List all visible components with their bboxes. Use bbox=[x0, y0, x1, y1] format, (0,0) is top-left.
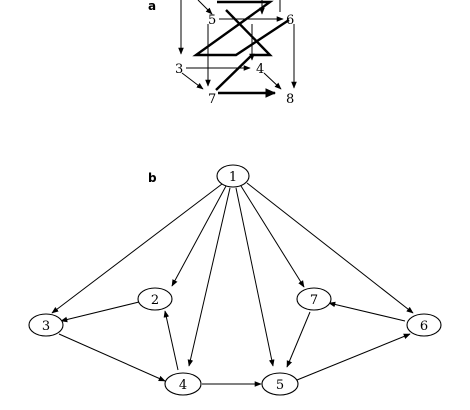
node-b-5: 5 bbox=[261, 372, 299, 396]
node-b-7-shape bbox=[296, 287, 332, 311]
panel-a-label: a bbox=[148, 0, 156, 13]
node-b-2-label: 2 bbox=[151, 293, 159, 308]
edge-a-top-to-5 bbox=[197, 0, 213, 15]
node-b-3: 3 bbox=[28, 313, 64, 337]
node-b-6-shape bbox=[406, 313, 442, 337]
panel-a: a 5 6 3 4 7 8 bbox=[148, 0, 297, 107]
node-b-1-shape bbox=[216, 164, 250, 188]
edge-b-1-to-4 bbox=[187, 187, 231, 367]
node-b-7: 7 bbox=[296, 287, 332, 311]
node-a-8: 8 bbox=[286, 92, 294, 107]
node-b-2-shape bbox=[137, 287, 173, 311]
node-b-1: 1 bbox=[216, 164, 250, 188]
node-a-5: 5 bbox=[208, 13, 216, 28]
node-b-5-label: 5 bbox=[276, 378, 284, 393]
node-b-7-label: 7 bbox=[310, 293, 318, 308]
node-a-7: 7 bbox=[208, 92, 216, 107]
node-b-2: 2 bbox=[137, 287, 173, 311]
node-b-4-shape bbox=[164, 372, 202, 396]
node-a-4: 4 bbox=[256, 62, 264, 77]
edge-b-6-to-7 bbox=[328, 301, 406, 322]
node-b-5-shape bbox=[261, 372, 299, 396]
thick-path-lower bbox=[215, 9, 273, 91]
panel-b: b 1 2 3 4 5 bbox=[28, 164, 442, 396]
edge-b-1-to-6 bbox=[246, 182, 414, 314]
node-b-3-shape bbox=[28, 313, 64, 337]
edge-b-5-to-6 bbox=[296, 333, 411, 381]
edge-b-1-to-2 bbox=[171, 185, 227, 287]
edge-a-3-to-7 bbox=[181, 72, 204, 90]
node-b-6-label: 6 bbox=[420, 319, 428, 334]
node-b-1-label: 1 bbox=[229, 170, 237, 185]
edge-b-1-to-5 bbox=[235, 187, 275, 367]
edge-a-4-to-8 bbox=[263, 72, 282, 90]
edge-b-2-to-3 bbox=[60, 301, 140, 323]
node-b-6: 6 bbox=[406, 313, 442, 337]
edge-b-1-to-7 bbox=[240, 185, 305, 288]
edge-b-3-to-4 bbox=[58, 333, 166, 382]
edge-b-1-to-3 bbox=[51, 183, 223, 314]
node-a-6: 6 bbox=[286, 13, 294, 28]
edge-b-7-to-5 bbox=[286, 311, 311, 368]
node-b-4-label: 4 bbox=[179, 378, 187, 393]
panel-b-label: b bbox=[148, 171, 157, 185]
node-b-3-label: 3 bbox=[42, 319, 50, 334]
node-b-4: 4 bbox=[164, 372, 202, 396]
thick-path-upper bbox=[192, 0, 290, 57]
node-a-3: 3 bbox=[175, 62, 183, 77]
edge-b-4-to-2 bbox=[163, 310, 179, 371]
